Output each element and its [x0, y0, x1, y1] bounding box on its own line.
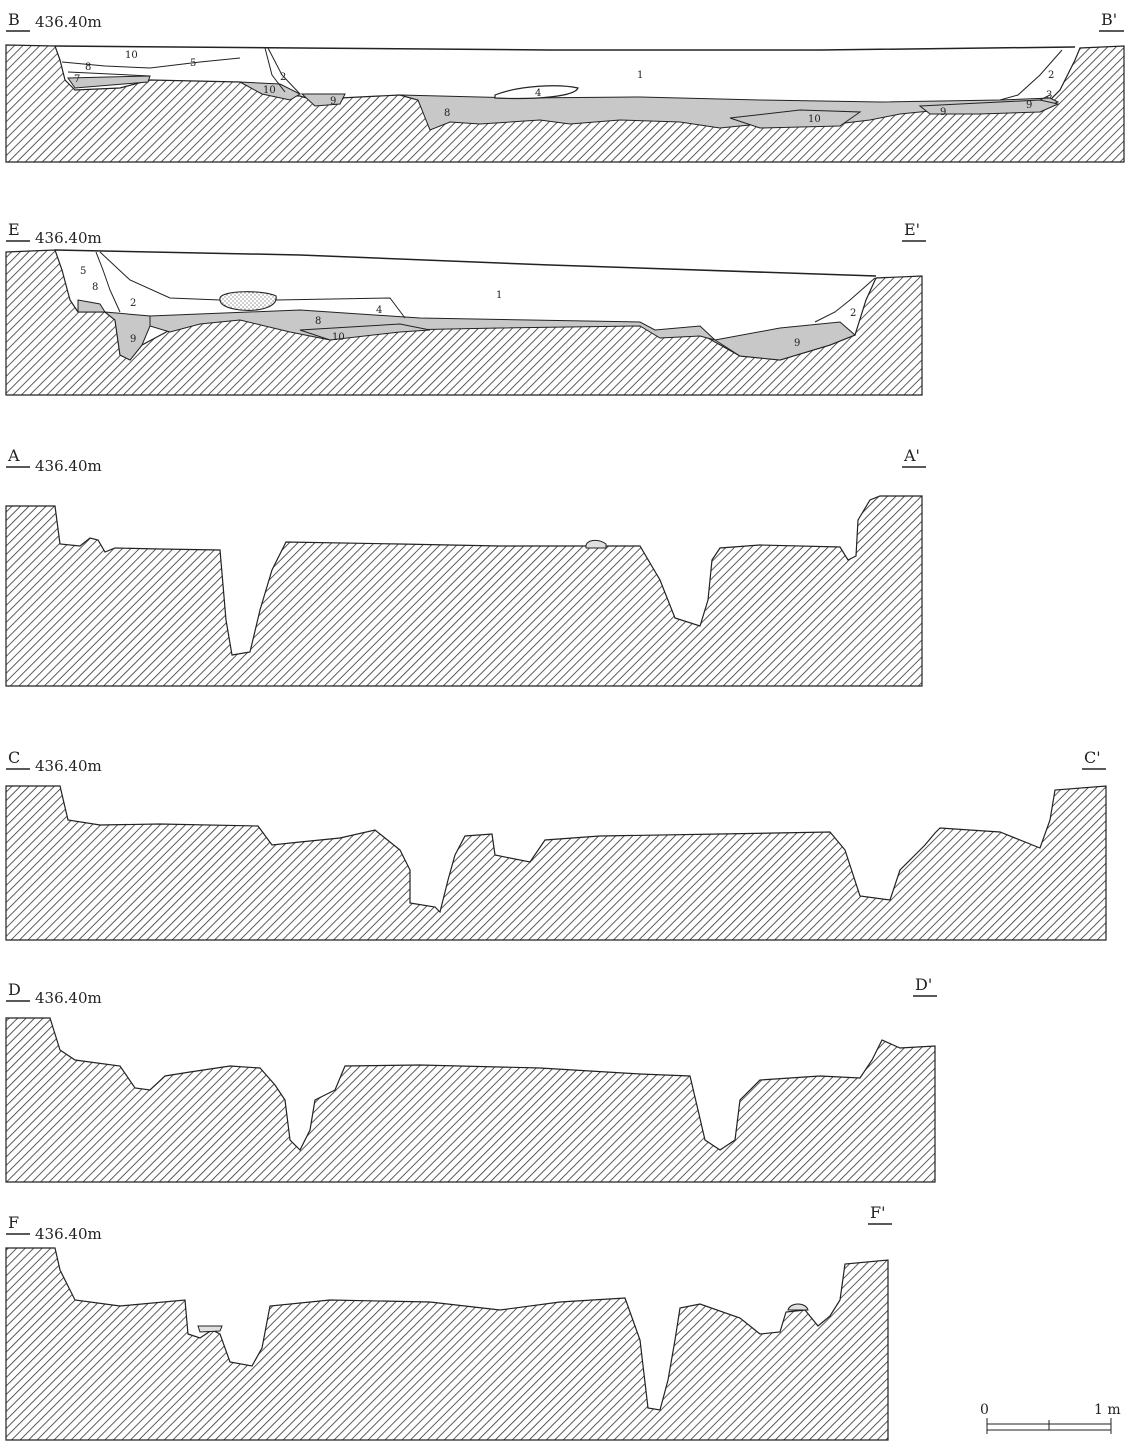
section-d-elevation: 436.40m [35, 989, 102, 1007]
scale-zero-label: 0 [980, 1402, 989, 1418]
section-a: A 436.40m A' [5, 446, 926, 687]
section-e-layer-label: 2 [130, 298, 136, 309]
section-b-layer-label: 8 [85, 62, 91, 73]
section-b-layer-label: 5 [190, 58, 196, 69]
section-c-elevation: 436.40m [35, 757, 102, 775]
section-b-layer-label: 10 [125, 50, 138, 61]
section-c-bedrock [5, 785, 1107, 941]
section-f-stone [787, 1303, 809, 1311]
section-f-end-label: F' [870, 1203, 886, 1222]
section-e-stone [219, 291, 277, 311]
section-b-layer-label: 9 [940, 107, 946, 118]
section-e-layer-label: 9 [130, 334, 136, 345]
section-e-elevation: 436.40m [35, 229, 102, 247]
section-e-layer-label: 1 [496, 290, 502, 301]
section-b: B 436.40m B' 10 8 7 5 2 1 4 10 9 8 10 9 … [5, 10, 1125, 163]
section-b-layer-label: 10 [808, 114, 821, 125]
section-b-end-label: B' [1101, 10, 1117, 29]
section-a-label: A [7, 446, 20, 465]
section-f-bedrock [5, 1247, 889, 1441]
section-b-layer-4 [494, 85, 579, 100]
section-e: E 436.40m E' 5 8 2 4 8 1 10 9 2 9 [5, 220, 926, 396]
section-e-end-label: E' [904, 220, 920, 239]
section-b-layer-10-fill [239, 81, 302, 101]
section-b-layer-label: 10 [263, 85, 276, 96]
section-e-ground-line [54, 249, 877, 277]
section-e-layer-label: 5 [80, 266, 86, 277]
scale-bar: 0 1 m [980, 1402, 1121, 1434]
section-b-layer-10b-fill [729, 109, 862, 129]
section-a-stone [585, 539, 607, 549]
section-b-layer-label: 2 [280, 72, 286, 83]
section-b-layer-label: 9 [1026, 100, 1032, 111]
section-e-layer-label: 8 [92, 282, 98, 293]
section-b-layer-label: 8 [444, 108, 450, 119]
section-e-layer-label: 9 [794, 338, 800, 349]
section-d-end-label: D' [915, 975, 932, 994]
section-e-layer-label: 10 [332, 332, 345, 343]
section-e-layer-9-fill [103, 311, 151, 361]
section-a-bedrock [5, 495, 923, 687]
section-e-layer-8-fill [149, 309, 716, 341]
section-a-end-label: A' [903, 446, 920, 465]
section-b-layer-label: 9 [330, 96, 336, 107]
section-e-label: E [8, 220, 20, 239]
section-b-label: B [8, 10, 20, 29]
section-e-layer-9b-fill [713, 321, 856, 361]
section-b-layer-label: 1 [637, 70, 643, 81]
section-b-layer-label: 4 [535, 88, 541, 99]
section-b-layer-7-fill [67, 75, 151, 89]
section-b-elevation: 436.40m [35, 13, 102, 31]
section-e-layer-label: 2 [850, 308, 856, 319]
section-b-layer-8-fill [399, 94, 1060, 131]
section-b-layer-label: 3 [1046, 90, 1052, 101]
section-a-elevation: 436.40m [35, 457, 102, 475]
section-d-bedrock [5, 1017, 936, 1183]
section-d: D 436.40m D' [5, 975, 937, 1183]
section-c: C 436.40m C' [5, 748, 1107, 941]
section-c-label: C [8, 748, 20, 767]
scale-one-label: 1 m [1094, 1402, 1121, 1418]
section-b-layer-label: 2 [1048, 70, 1054, 81]
section-f-elevation: 436.40m [35, 1225, 102, 1243]
section-e-layer-8-left [77, 299, 106, 313]
section-f-label: F [8, 1213, 19, 1232]
section-e-layer-label: 4 [376, 305, 382, 316]
section-b-ground-line [54, 45, 1076, 51]
section-c-end-label: C' [1084, 748, 1101, 767]
section-d-label: D [8, 980, 21, 999]
section-e-layer-label: 8 [315, 316, 321, 327]
section-f-stone [197, 1325, 223, 1333]
section-f: F 436.40m F' [5, 1203, 892, 1441]
section-b-layer-9-fill [300, 93, 346, 107]
section-e-layer-10-fill [299, 323, 431, 341]
section-b-layer-label: 7 [74, 74, 80, 85]
